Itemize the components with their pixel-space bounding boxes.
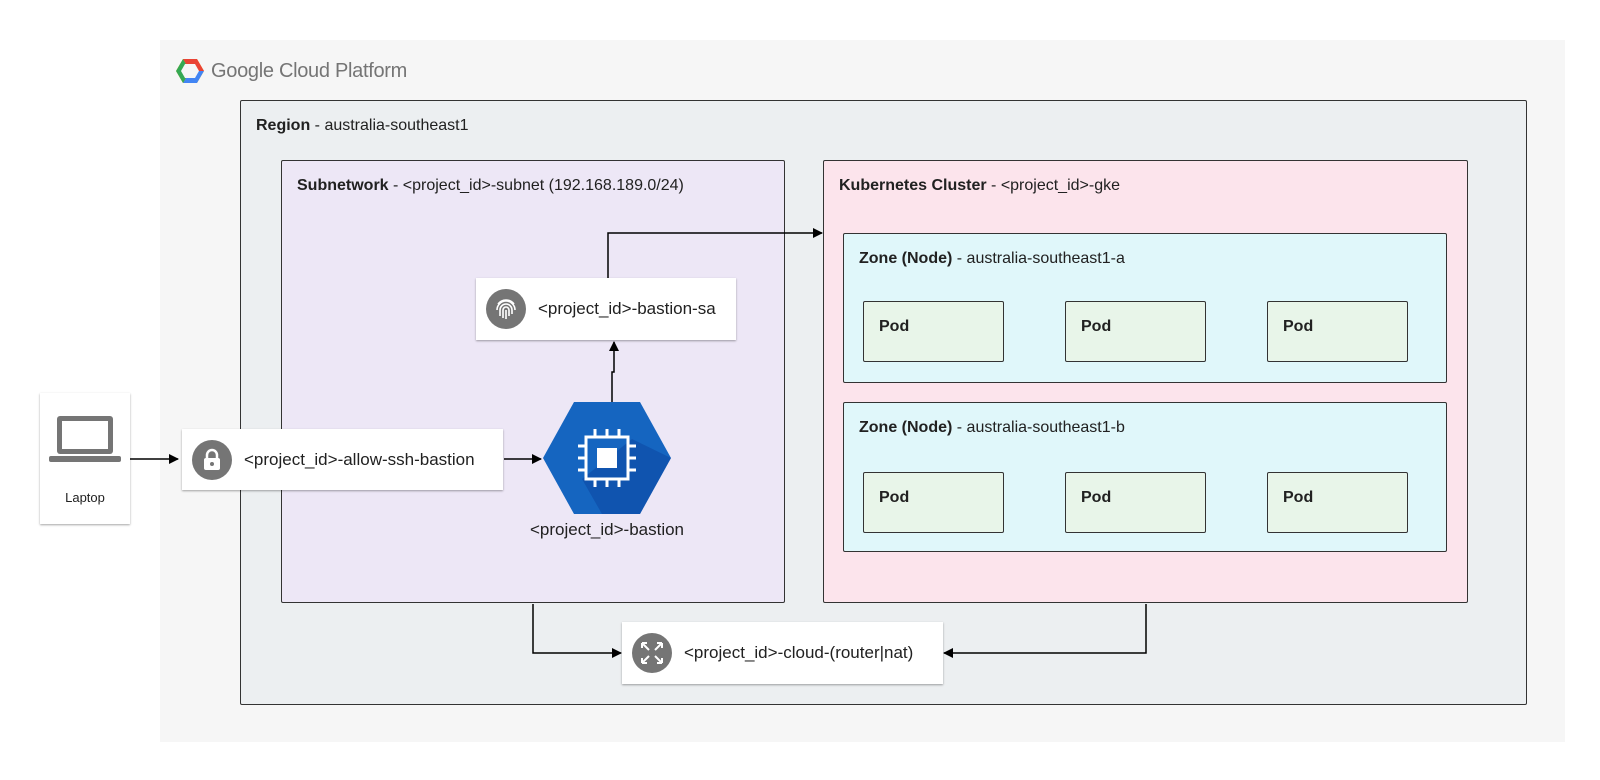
pod-a1: Pod [863, 301, 1004, 362]
cluster-label: Kubernetes Cluster [839, 177, 987, 194]
laptop-label: Laptop [65, 490, 105, 505]
pod-b1: Pod [863, 472, 1004, 533]
bastion-label: <project_id>-bastion [529, 520, 685, 539]
pod-label: Pod [1081, 489, 1112, 506]
zone-a-box: Zone (Node) - australia-southeast1-a Pod… [843, 233, 1447, 383]
subnetwork-label: Subnetwork [297, 177, 389, 194]
firewall-rule-label: <project_id>-allow-ssh-bastion [244, 449, 475, 469]
zone-a-value: - australia-southeast1-a [952, 250, 1125, 267]
laptop-icon [49, 416, 121, 462]
laptop-node: Laptop [40, 393, 130, 524]
kubernetes-cluster-box: Kubernetes Cluster - <project_id>-gke Zo… [823, 160, 1468, 603]
pod-label: Pod [879, 489, 910, 506]
zone-b-box: Zone (Node) - australia-southeast1-b Pod… [843, 402, 1447, 552]
gcp-brand: Google Cloud Platform [175, 55, 407, 87]
firewall-rule-card: <project_id>-allow-ssh-bastion [182, 429, 503, 490]
zone-b-title: Zone (Node) - australia-southeast1-b [859, 419, 1125, 437]
pod-label: Pod [1081, 318, 1112, 335]
cloud-router-card: <project_id>-cloud-(router|nat) [622, 622, 943, 684]
pod-label: Pod [879, 318, 910, 335]
region-label: Region [256, 117, 311, 134]
compute-engine-icon [543, 402, 671, 514]
pod-label: Pod [1283, 489, 1314, 506]
gcp-brand-text: Google Cloud Platform [211, 59, 408, 82]
cloud-router-icon [632, 633, 672, 673]
subnetwork-title: Subnetwork - <project_id>-subnet (192.16… [297, 177, 684, 195]
pod-b3: Pod [1267, 472, 1408, 533]
cloud-router-label: <project_id>-cloud-(router|nat) [684, 643, 914, 662]
service-account-label: <project_id>-bastion-sa [538, 299, 716, 318]
zone-b-label: Zone (Node) [859, 419, 953, 436]
zone-b-value: - australia-southeast1-b [952, 419, 1125, 436]
subnetwork-value: - <project_id>-subnet (192.168.189.0/24) [388, 177, 684, 194]
service-account-card: <project_id>-bastion-sa [476, 278, 736, 340]
cluster-title: Kubernetes Cluster - <project_id>-gke [839, 177, 1120, 195]
zone-a-title: Zone (Node) - australia-southeast1-a [859, 250, 1125, 268]
region-title: Region - australia-southeast1 [256, 117, 469, 135]
zone-a-label: Zone (Node) [859, 250, 953, 267]
gcp-logo-icon [176, 59, 204, 83]
lock-icon [192, 439, 232, 480]
pod-b2: Pod [1065, 472, 1206, 533]
pod-label: Pod [1283, 318, 1314, 335]
pod-a3: Pod [1267, 301, 1408, 362]
pod-a2: Pod [1065, 301, 1206, 362]
fingerprint-icon [486, 289, 526, 329]
cluster-value: - <project_id>-gke [986, 177, 1120, 194]
region-value: - australia-southeast1 [310, 117, 469, 134]
